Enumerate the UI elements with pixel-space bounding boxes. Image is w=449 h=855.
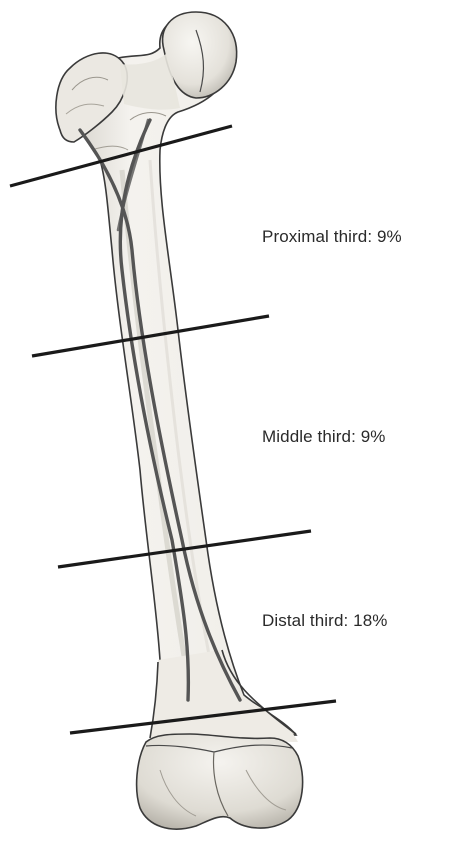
proximal-third-label: Proximal third: 9%: [262, 227, 402, 247]
middle-third-label: Middle third: 9%: [262, 427, 386, 447]
distal-third-label: Distal third: 18%: [262, 611, 387, 631]
femoral-condyles: [137, 734, 303, 829]
distal-metaphysis: [150, 650, 298, 742]
femur-bone: [56, 12, 303, 829]
